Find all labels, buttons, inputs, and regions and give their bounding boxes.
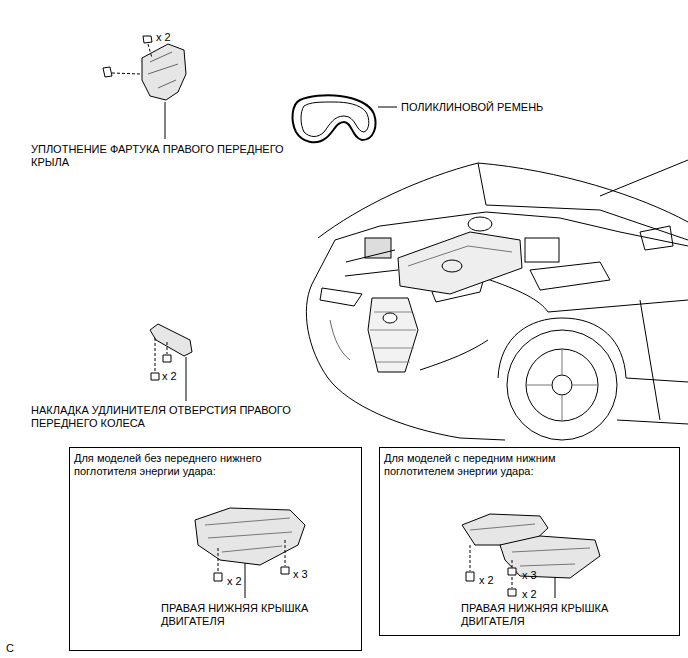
condition-box: Для моделей с передним нижним поглотител… — [379, 447, 680, 636]
part-name: ПОЛИКЛИНОВОЙ РЕМЕНЬ — [401, 101, 543, 114]
quantity-note: x 2 — [156, 31, 171, 44]
part-name: НАКЛАДКА УДЛИНИТЕЛЯ ОТВЕРСТИЯ ПРАВОГО ПЕ… — [31, 404, 326, 430]
fender-apron-seal — [103, 36, 186, 139]
quantity-note: x 2 — [522, 588, 537, 601]
car-illustration — [306, 160, 688, 440]
quantity-note: x 2 — [479, 574, 494, 587]
condition-heading: Для моделей без переднего нижнего поглот… — [74, 452, 309, 478]
quantity-note: x 3 — [522, 569, 537, 582]
wheel-opening-pad — [150, 324, 192, 401]
engine-bay — [345, 217, 610, 294]
quantity-note: x 2 — [162, 370, 177, 383]
v-ribbed-belt — [293, 95, 397, 142]
figure-code: C — [6, 642, 14, 655]
condition-box: Для моделей без переднего нижнего поглот… — [69, 447, 362, 651]
engine-under-cover — [195, 508, 305, 598]
engine-under-cover — [462, 514, 600, 598]
condition-heading: Для моделей с передним нижним поглотител… — [384, 452, 599, 478]
part-name: ПРАВАЯ НИЖНЯЯ КРЫШКА ДВИГАТЕЛЯ — [161, 602, 331, 628]
part-name: ПРАВАЯ НИЖНЯЯ КРЫШКА ДВИГАТЕЛЯ — [461, 602, 631, 628]
quantity-note: x 2 — [227, 575, 242, 588]
quantity-note: x 3 — [293, 568, 308, 581]
part-name: УПЛОТНЕНИЕ ФАРТУКА ПРАВОГО ПЕРЕДНЕГО КРЫ… — [31, 143, 316, 169]
